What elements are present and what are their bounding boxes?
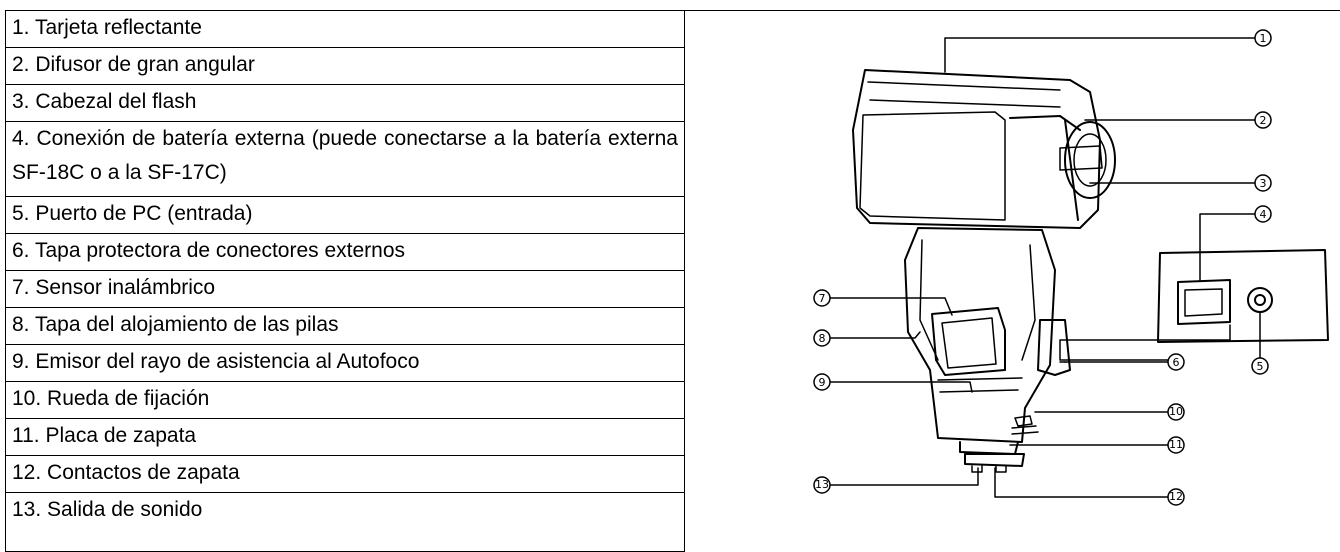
part-13-label: 13. Salida de sonido xyxy=(5,492,685,552)
callout-2-text: 2 xyxy=(1260,114,1267,127)
callout-9-text: 9 xyxy=(819,376,826,389)
callout-2 xyxy=(1254,111,1272,129)
table-row: 5. Puerto de PC (entrada) xyxy=(5,196,685,234)
callout-8-text: 8 xyxy=(819,332,826,345)
table-row: 9. Emisor del rayo de asistencia al Auto… xyxy=(5,343,685,382)
table-row: 8. Tapa del alojamiento de las pilas xyxy=(5,306,685,345)
table-top-border xyxy=(685,10,1340,11)
flash-body xyxy=(904,227,1071,443)
callout-1 xyxy=(1254,29,1272,47)
part-7-label: 7. Sensor inalámbrico xyxy=(5,269,685,308)
part-12-label: 12. Contactos de zapata xyxy=(5,454,685,494)
part-6-label: 6. Tapa protectora de conectores externo… xyxy=(5,233,685,271)
callout-13-text: 13 xyxy=(815,478,829,491)
callout-3 xyxy=(1254,174,1272,192)
part-9-label: 9. Emisor del rayo de asistencia al Auto… xyxy=(5,343,685,382)
callout-7-text: 7 xyxy=(819,292,826,305)
part-5-label: 5. Puerto de PC (entrada) xyxy=(5,196,685,234)
table-row: 13. Salida de sonido xyxy=(5,492,685,552)
part-3-label: 3. Cabezal del flash xyxy=(5,83,685,122)
table-row: 3. Cabezal del flash xyxy=(5,83,685,122)
table-row: 10. Rueda de fijación xyxy=(5,380,685,419)
callout-6 xyxy=(1167,353,1185,371)
table-row: 1. Tarjeta reflectante xyxy=(5,10,685,48)
callout-11-text: 11 xyxy=(1169,438,1183,451)
table-row: 6. Tapa protectora de conectores externo… xyxy=(5,233,685,271)
callout-11 xyxy=(1167,436,1185,454)
table-row: 12. Contactos de zapata xyxy=(5,454,685,494)
callout-12 xyxy=(1167,488,1185,506)
table-row: 2. Difusor de gran angular xyxy=(5,46,685,85)
table-row: 7. Sensor inalámbrico xyxy=(5,269,685,308)
callout-7 xyxy=(813,289,831,307)
connector-inset xyxy=(1157,249,1329,343)
leader-lines xyxy=(829,37,1261,498)
parts-table: 1. Tarjeta reflectante 2. Difusor de gra… xyxy=(5,10,685,552)
callout-5 xyxy=(1251,357,1269,375)
part-8-label: 8. Tapa del alojamiento de las pilas xyxy=(5,306,685,345)
part-11-label: 11. Placa de zapata xyxy=(5,417,685,456)
callout-1-text: 1 xyxy=(1260,32,1267,45)
table-row: 11. Placa de zapata xyxy=(5,417,685,456)
callout-12-text: 12 xyxy=(1169,490,1183,503)
part-1-label: 1. Tarjeta reflectante xyxy=(5,10,685,48)
callout-13 xyxy=(813,476,831,494)
callout-8 xyxy=(813,329,831,347)
callout-3-text: 3 xyxy=(1260,177,1267,190)
callout-4 xyxy=(1254,205,1272,223)
part-2-label: 2. Difusor de gran angular xyxy=(5,46,685,85)
flash-diagram: 1 2 3 4 5 6 7 8 9 10 11 12 13 xyxy=(813,29,1329,506)
flash-foot xyxy=(959,415,1039,473)
callout-10 xyxy=(1167,403,1185,421)
callout-10-text: 10 xyxy=(1169,405,1183,418)
callout-6-text: 6 xyxy=(1173,356,1180,369)
callout-5-text: 5 xyxy=(1257,360,1264,373)
part-4-label: 4. Conexión de batería externa (puede co… xyxy=(5,120,685,198)
callout-4-text: 4 xyxy=(1260,208,1267,221)
table-row: 4. Conexión de batería externa (puede co… xyxy=(5,120,685,198)
part-10-label: 10. Rueda de fijación xyxy=(5,380,685,419)
callout-9 xyxy=(813,373,831,391)
flash-head xyxy=(852,69,1116,229)
